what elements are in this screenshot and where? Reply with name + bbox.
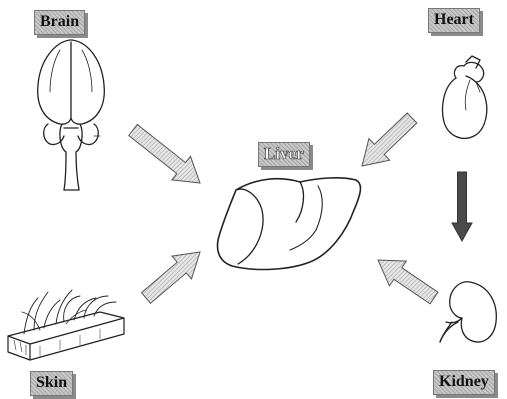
brain-label: Brain <box>34 10 85 35</box>
arrow-skin-to-liver <box>142 252 201 303</box>
liver-drawing <box>218 178 361 270</box>
arrow-brain-to-liver <box>129 125 200 184</box>
skin-label: Skin <box>30 371 73 396</box>
kidney-label: Kidney <box>433 370 495 395</box>
brain-drawing <box>38 40 105 190</box>
heart-drawing <box>443 56 487 138</box>
liver-label: Liver <box>258 142 310 167</box>
arrow-heart-to-liver <box>362 113 417 166</box>
arrow-kidney-to-liver <box>378 260 438 304</box>
skin-drawing <box>8 290 124 360</box>
heart-label: Heart <box>428 8 480 33</box>
arrow-heart-to-kidney <box>452 172 472 241</box>
kidney-drawing <box>440 282 496 342</box>
